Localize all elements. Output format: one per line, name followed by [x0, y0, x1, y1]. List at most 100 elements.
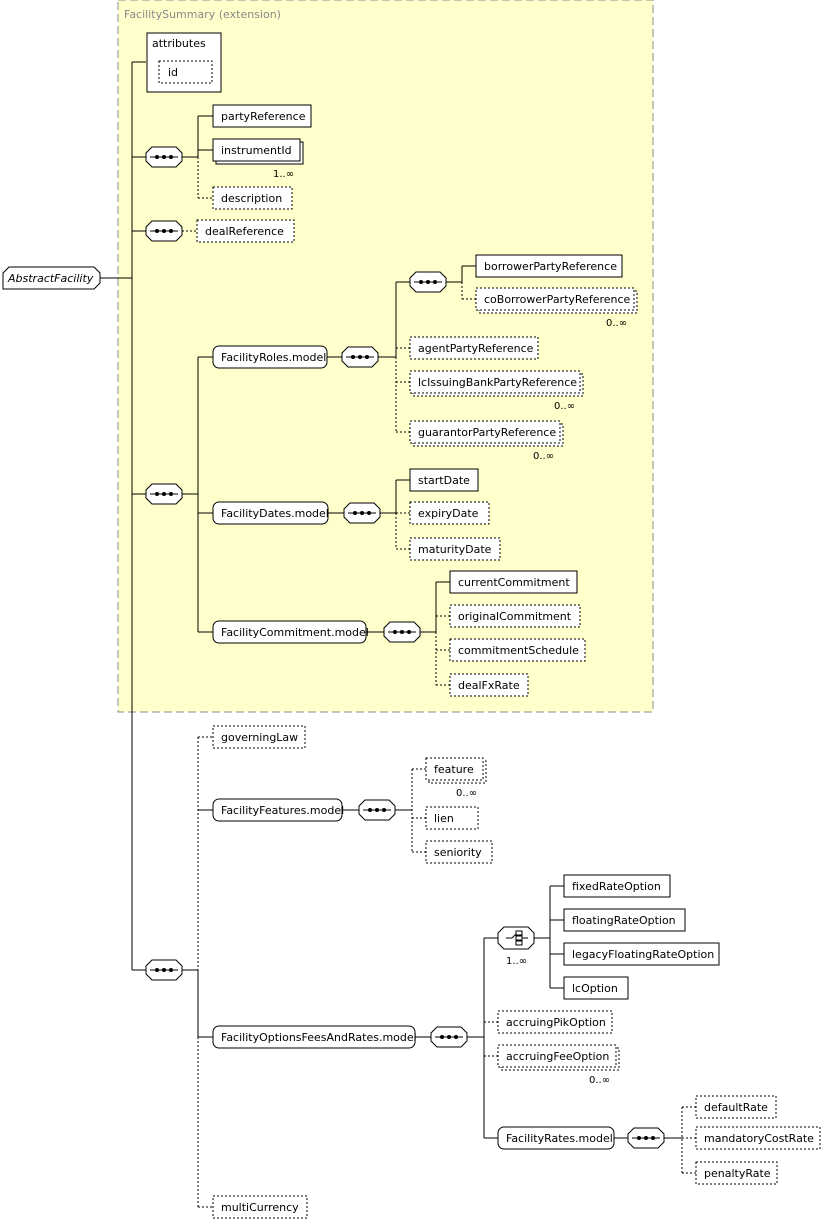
- element-facility-options-group[interactable]: FacilityOptionsFeesAndRates.model: [212, 1025, 417, 1049]
- element-feature[interactable]: feature: [425, 757, 487, 784]
- element-label: instrumentId: [221, 144, 292, 157]
- sequence-compositor[interactable]: [341, 346, 379, 368]
- element-co-borrower-party-reference[interactable]: coBorrowerPartyReference: [475, 287, 638, 314]
- element-multi-currency[interactable]: multiCurrency: [212, 1195, 308, 1219]
- element-label: defaultRate: [704, 1101, 768, 1114]
- element-label: lcIssuingBankPartyReference: [418, 376, 577, 389]
- element-agent-party-reference[interactable]: agentPartyReference: [409, 336, 539, 360]
- element-seniority[interactable]: seniority: [425, 840, 493, 864]
- element-label: FacilityFeatures.model: [221, 804, 344, 817]
- element-label: FacilityRoles.model: [221, 351, 326, 364]
- sequence-compositor[interactable]: [358, 799, 396, 821]
- element-label: startDate: [418, 474, 470, 487]
- element-label: governingLaw: [221, 731, 298, 744]
- accruingfee-cardinality: 0..∞: [589, 1075, 610, 1086]
- element-label: accruingPikOption: [506, 1016, 606, 1029]
- element-penalty-rate[interactable]: penaltyRate: [695, 1161, 778, 1185]
- element-accruing-fee-option[interactable]: accruingFeeOption: [497, 1044, 620, 1071]
- sequence-compositor[interactable]: [343, 502, 381, 524]
- element-expiry-date[interactable]: expiryDate: [409, 501, 490, 525]
- element-governing-law[interactable]: governingLaw: [212, 725, 306, 749]
- sequence-compositor[interactable]: [383, 621, 421, 643]
- extension-label: FacilitySummary (extension): [124, 8, 281, 21]
- element-label: expiryDate: [418, 507, 479, 520]
- element-lc-issuing-bank-party-reference[interactable]: lcIssuingBankPartyReference: [409, 370, 584, 397]
- element-label: dealReference: [205, 225, 284, 238]
- element-commitment-schedule[interactable]: commitmentSchedule: [449, 638, 586, 662]
- element-label: mandatoryCostRate: [704, 1132, 814, 1145]
- element-facility-rates-group[interactable]: FacilityRates.model: [497, 1126, 615, 1150]
- element-maturity-date[interactable]: maturityDate: [409, 537, 501, 561]
- attributes-title: attributes: [152, 37, 206, 50]
- element-accruing-pik-option[interactable]: accruingPikOption: [497, 1010, 613, 1034]
- element-deal-fx-rate[interactable]: dealFxRate: [449, 673, 529, 697]
- element-description[interactable]: description: [212, 186, 293, 210]
- lcissuing-cardinality: 0..∞: [554, 401, 575, 412]
- element-label: FacilityOptionsFeesAndRates.model: [221, 1031, 417, 1044]
- element-facility-commitment-group[interactable]: FacilityCommitment.model: [212, 620, 369, 644]
- element-label: currentCommitment: [458, 576, 570, 589]
- element-party-reference[interactable]: partyReference: [212, 104, 312, 128]
- element-borrower-party-reference[interactable]: borrowerPartyReference: [475, 254, 623, 278]
- element-label: commitmentSchedule: [458, 644, 579, 657]
- element-label: floatingRateOption: [572, 914, 676, 927]
- sequence-compositor[interactable]: [145, 146, 183, 168]
- element-lc-option[interactable]: lcOption: [563, 976, 629, 1000]
- element-instrument-id[interactable]: instrumentId: [212, 138, 304, 165]
- element-mandatory-cost-rate[interactable]: mandatoryCostRate: [695, 1126, 821, 1150]
- element-deal-reference[interactable]: dealReference: [196, 219, 295, 243]
- element-label: description: [221, 192, 282, 205]
- choice-compositor[interactable]: [497, 926, 535, 950]
- coborrower-cardinality: 0..∞: [606, 318, 627, 329]
- sequence-compositor[interactable]: [145, 483, 183, 505]
- element-original-commitment[interactable]: originalCommitment: [449, 604, 581, 628]
- root-abstract-facility[interactable]: AbstractFacility: [2, 266, 101, 290]
- element-label: coBorrowerPartyReference: [484, 293, 631, 306]
- element-guarantor-party-reference[interactable]: guarantorPartyReference: [409, 420, 564, 447]
- element-facility-dates-group[interactable]: FacilityDates.model: [212, 501, 329, 525]
- sequence-compositor[interactable]: [430, 1026, 468, 1048]
- element-label: agentPartyReference: [418, 342, 534, 355]
- connector-lines: [100, 61, 696, 1208]
- element-label: fixedRateOption: [572, 880, 661, 893]
- element-label: feature: [434, 763, 474, 776]
- root-label: AbstractFacility: [7, 272, 94, 285]
- element-boxes: partyReference instrumentId description dea…: [145, 104, 821, 1219]
- element-floating-rate-option[interactable]: floatingRateOption: [563, 908, 686, 932]
- element-start-date[interactable]: startDate: [409, 468, 479, 492]
- sequence-compositor[interactable]: [409, 271, 447, 293]
- element-fixed-rate-option[interactable]: fixedRateOption: [563, 874, 671, 898]
- element-label: FacilityCommitment.model: [221, 626, 369, 639]
- element-default-rate[interactable]: defaultRate: [695, 1095, 777, 1119]
- element-label: penaltyRate: [704, 1167, 771, 1180]
- attribute-id: id: [168, 66, 178, 79]
- element-label: seniority: [434, 846, 482, 859]
- sequence-compositor[interactable]: [145, 220, 183, 242]
- element-facility-features-group[interactable]: FacilityFeatures.model: [212, 798, 344, 822]
- element-label: FacilityRates.model: [506, 1132, 613, 1145]
- instrumentid-cardinality: 1..∞: [273, 169, 294, 180]
- sequence-compositor[interactable]: [145, 959, 183, 981]
- element-label: multiCurrency: [221, 1201, 299, 1214]
- element-facility-roles-group[interactable]: FacilityRoles.model: [212, 345, 328, 369]
- attributes-box[interactable]: attributes id: [146, 32, 222, 93]
- element-label: lien: [434, 812, 454, 825]
- element-label: accruingFeeOption: [506, 1050, 609, 1063]
- element-current-commitment[interactable]: currentCommitment: [449, 570, 578, 594]
- element-legacy-floating-rate-option[interactable]: legacyFloatingRateOption: [563, 942, 720, 966]
- element-label: maturityDate: [418, 543, 492, 556]
- element-label: lcOption: [572, 982, 618, 995]
- element-label: borrowerPartyReference: [484, 260, 617, 273]
- element-label: guarantorPartyReference: [418, 426, 556, 439]
- choice-cardinality: 1..∞: [506, 956, 527, 967]
- element-lien[interactable]: lien: [425, 806, 479, 830]
- element-label: dealFxRate: [458, 679, 520, 692]
- element-label: partyReference: [221, 110, 306, 123]
- feature-cardinality: 0..∞: [456, 788, 477, 799]
- element-label: legacyFloatingRateOption: [572, 948, 714, 961]
- guarantor-cardinality: 0..∞: [533, 451, 554, 462]
- element-label: FacilityDates.model: [221, 507, 329, 520]
- element-label: originalCommitment: [458, 610, 572, 623]
- sequence-compositor[interactable]: [627, 1127, 665, 1149]
